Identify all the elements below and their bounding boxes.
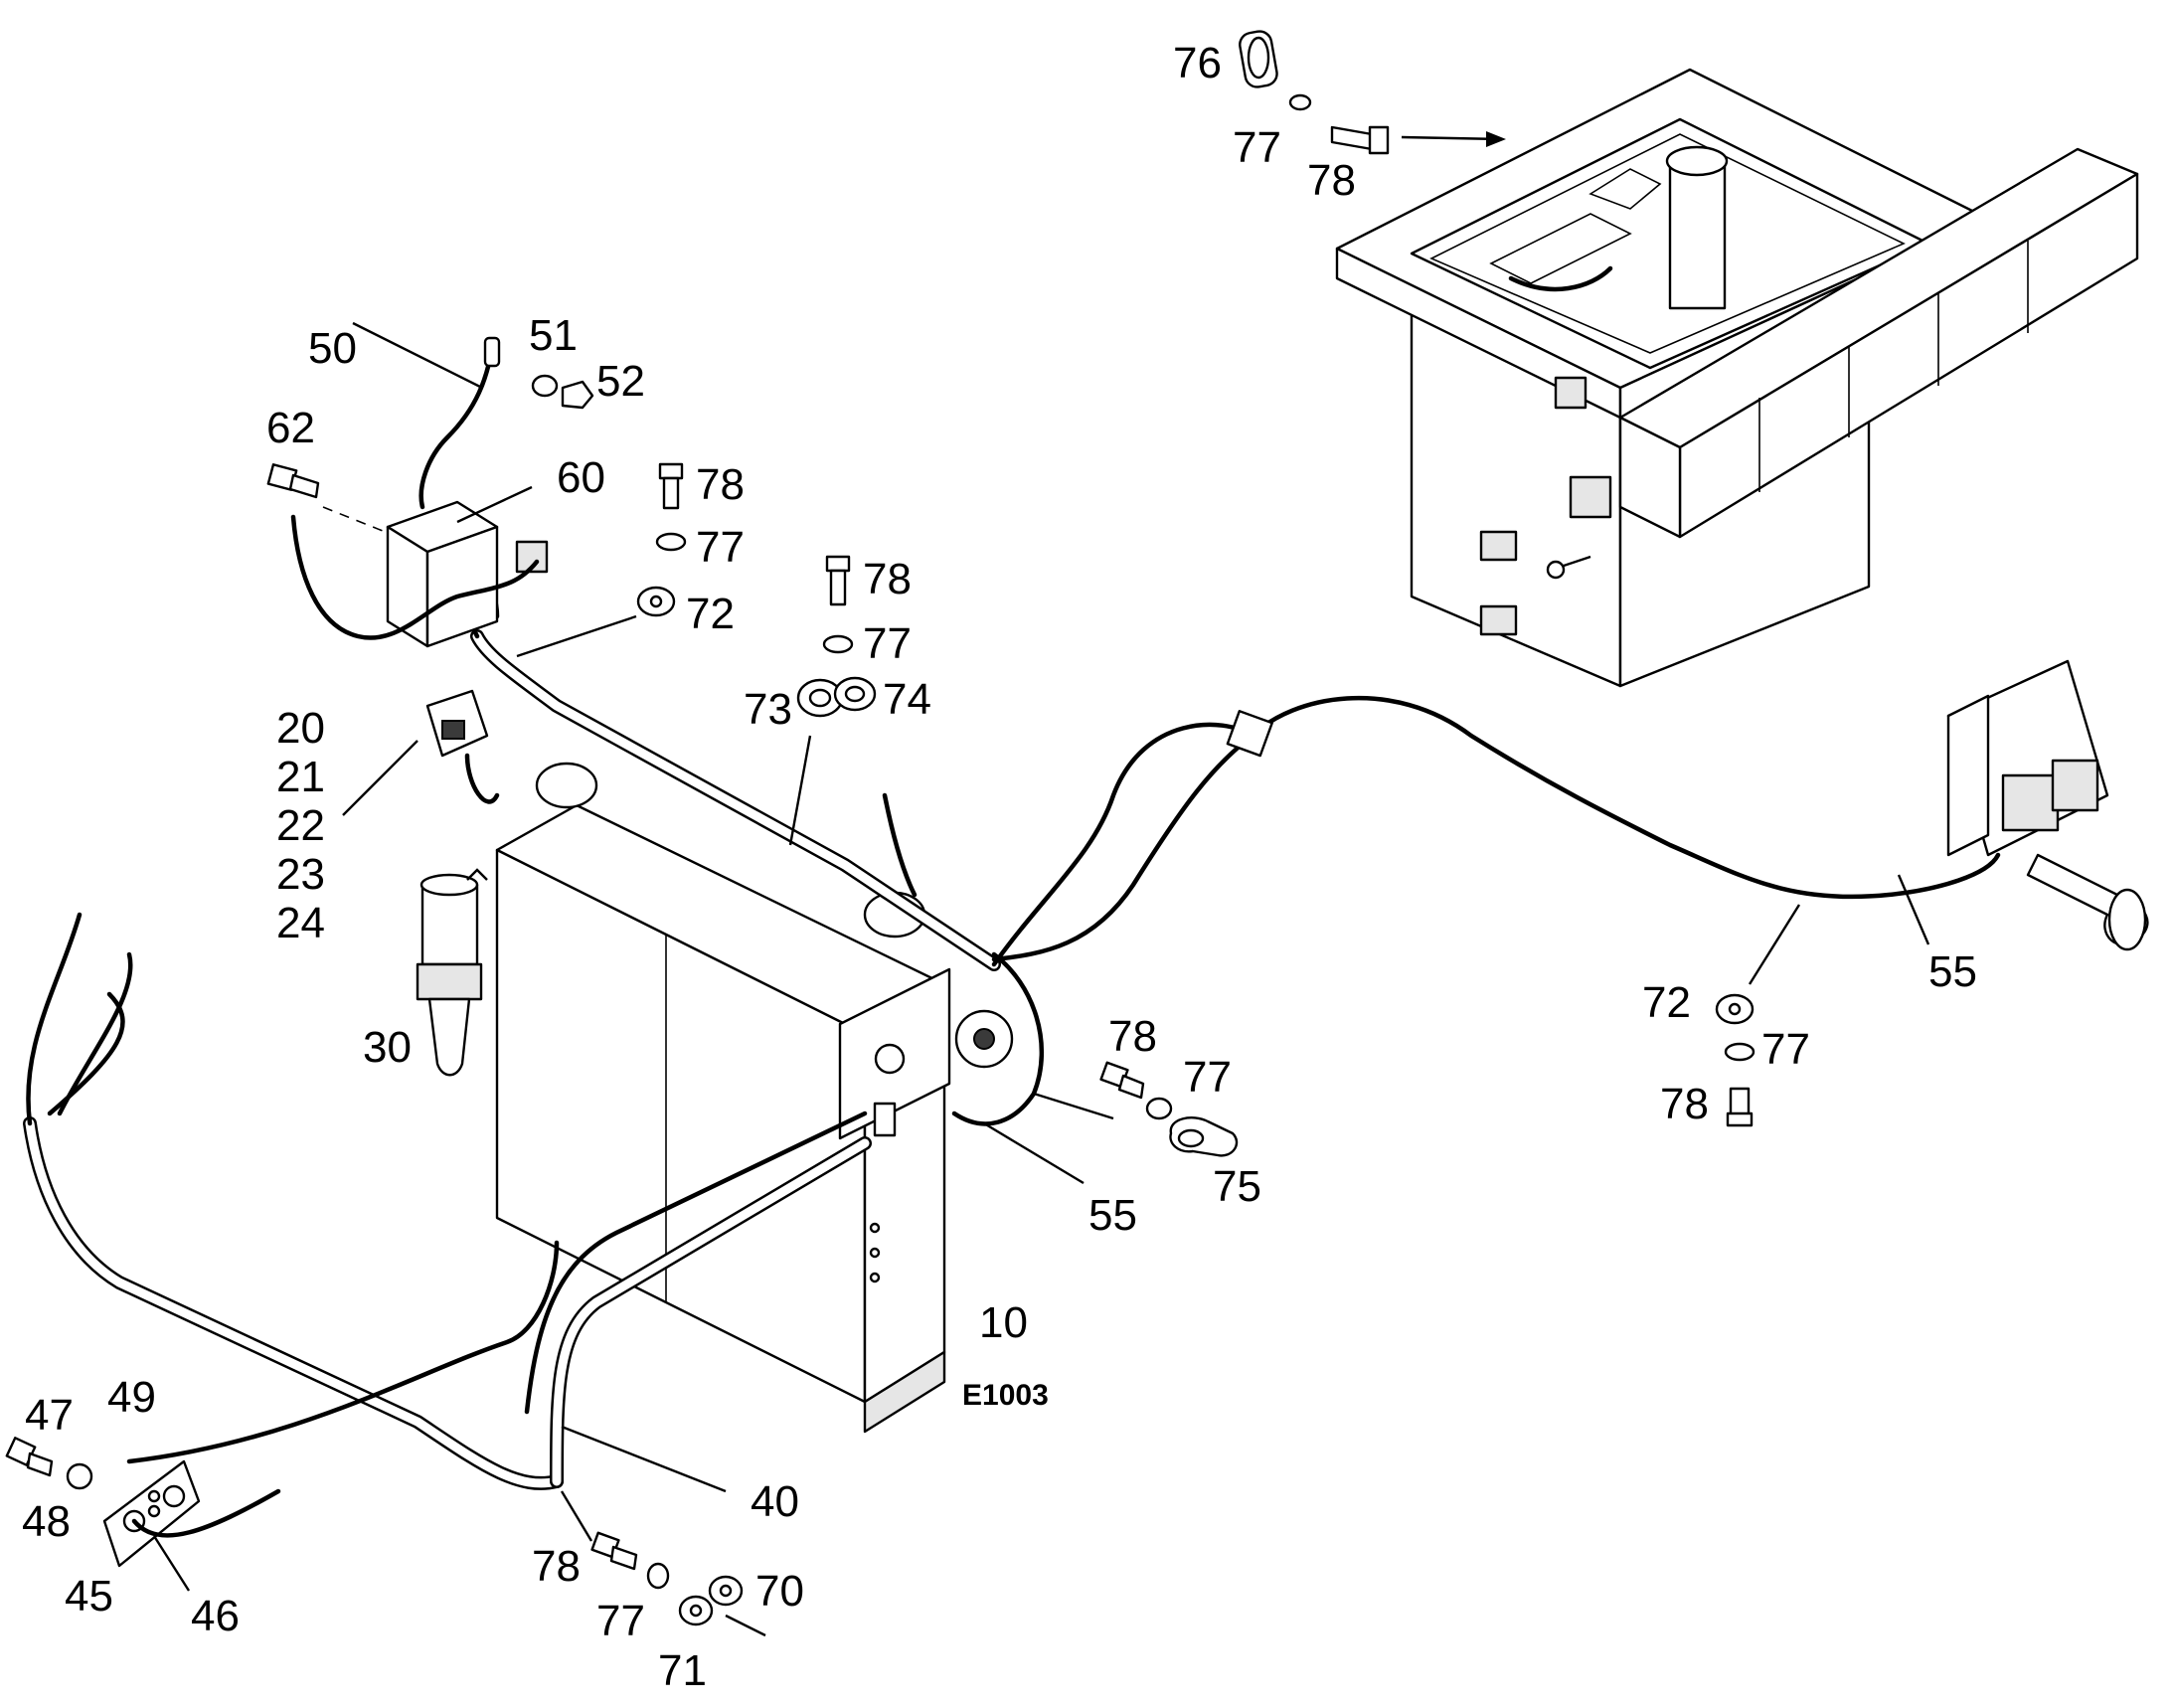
- leader-60: [456, 485, 533, 524]
- callout-74: 74: [883, 675, 931, 724]
- callout-23: 23: [276, 850, 325, 899]
- arrow-line: [1401, 135, 1502, 141]
- callout-30: 30: [363, 1023, 412, 1072]
- leader-73: [788, 735, 812, 846]
- callout-52: 52: [596, 357, 645, 406]
- part-47-bolt: [5, 1437, 54, 1477]
- part-52-nut: [561, 380, 594, 410]
- part-70-71-clamps: [678, 1575, 744, 1626]
- callout-48: 48: [22, 1497, 71, 1546]
- callout-72: 72: [686, 590, 735, 638]
- callout-21: 21: [276, 753, 325, 801]
- callout-22: 22: [276, 801, 325, 850]
- callout-40: 40: [751, 1477, 799, 1526]
- callout-78: 78: [1108, 1012, 1157, 1061]
- machine-frame: [1335, 68, 2139, 688]
- part-75-clamp: [1169, 1116, 1239, 1157]
- callout-46: 46: [191, 1592, 240, 1640]
- part-74-clamp: [833, 676, 877, 712]
- callout-78: 78: [863, 555, 912, 603]
- part-50-lug: [483, 336, 501, 368]
- cable-harness-40: [23, 912, 872, 1490]
- callout-55: 55: [1928, 947, 1977, 996]
- part-50-cable: [418, 345, 495, 510]
- part-77-washer: [1288, 93, 1312, 111]
- callout-78: 78: [532, 1542, 581, 1591]
- callout-77: 77: [696, 523, 745, 572]
- leader-46: [152, 1535, 191, 1592]
- part-78-bolt-e: [1726, 1087, 1754, 1127]
- callout-77: 77: [1183, 1053, 1232, 1102]
- part-77-washer-c: [822, 634, 854, 654]
- callout-73: 73: [744, 685, 792, 734]
- part-77-washer-e: [1724, 1042, 1755, 1062]
- callout-55: 55: [1088, 1191, 1137, 1240]
- part-72-clamp-b: [1715, 993, 1755, 1025]
- part-20-switch: [425, 689, 500, 804]
- part-78-bolt: [1330, 125, 1390, 155]
- callout-50: 50: [308, 324, 357, 373]
- dashed-leader: [322, 506, 399, 538]
- leader-40: [561, 1425, 727, 1493]
- callout-76: 76: [1173, 39, 1222, 87]
- callout-72: 72: [1642, 978, 1691, 1027]
- callout-78: 78: [1660, 1080, 1709, 1128]
- part-48-washer: [66, 1462, 93, 1490]
- drawing-code: E1003: [962, 1379, 1049, 1412]
- callout-77: 77: [1761, 1025, 1810, 1074]
- part-45-plate: [102, 1459, 281, 1568]
- leader-71: [725, 1614, 766, 1637]
- callout-75: 75: [1213, 1162, 1261, 1211]
- leader-72b: [1748, 904, 1801, 985]
- callout-20: 20: [276, 704, 325, 753]
- callout-77: 77: [596, 1597, 645, 1645]
- part-51-washer: [531, 374, 559, 398]
- leader-20: [342, 740, 418, 816]
- part-72-clamp-a: [636, 586, 676, 617]
- leader-78f: [560, 1490, 593, 1542]
- leader-55a: [983, 1121, 1085, 1185]
- part-76-grommet: [1239, 30, 1278, 88]
- callout-78: 78: [696, 460, 745, 509]
- cable-55: [991, 695, 2001, 962]
- callout-77: 77: [863, 619, 912, 668]
- part-30-beacon: [416, 868, 488, 1077]
- callout-77: 77: [1233, 123, 1281, 172]
- leader-72a: [516, 614, 637, 658]
- part-78-bolt-c: [825, 555, 851, 606]
- part-78-bolt-b: [658, 462, 684, 510]
- leader-78d: [1033, 1092, 1114, 1120]
- part-78-bolt-f: [590, 1531, 638, 1571]
- callout-62: 62: [266, 404, 315, 452]
- callout-71: 71: [658, 1646, 707, 1695]
- callout-45: 45: [65, 1572, 113, 1621]
- callout-10: 10: [979, 1298, 1028, 1347]
- callout-51: 51: [529, 311, 578, 360]
- part-77-washer-b: [655, 532, 687, 552]
- part-77-washer-f: [646, 1562, 670, 1590]
- callout-24: 24: [276, 899, 325, 947]
- callout-78: 78: [1307, 156, 1356, 205]
- cabinet: [495, 762, 1014, 1434]
- part-77-washer-d: [1145, 1097, 1173, 1120]
- horn-assembly: [1946, 659, 2149, 951]
- part-78-bolt-d: [1099, 1061, 1145, 1100]
- callout-60: 60: [557, 453, 605, 502]
- callout-70: 70: [755, 1567, 804, 1616]
- leader-55b: [1897, 874, 1930, 945]
- leader-50: [352, 321, 483, 390]
- callout-47: 47: [25, 1391, 74, 1440]
- arrow-head: [1486, 131, 1506, 147]
- part-62-bolt: [266, 463, 320, 499]
- callout-49: 49: [107, 1373, 156, 1422]
- part-60-box: [290, 500, 549, 648]
